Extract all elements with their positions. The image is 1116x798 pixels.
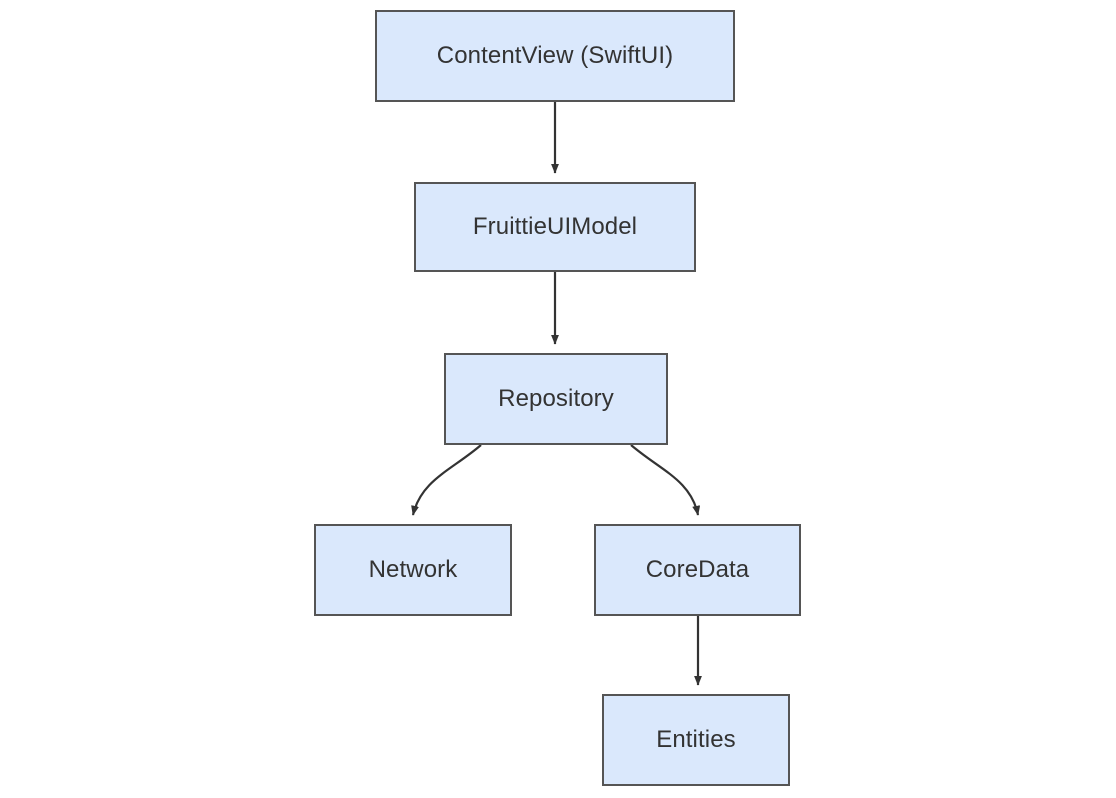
node-network-label: Network <box>368 555 458 583</box>
edge-repository-to-coredata <box>630 444 701 516</box>
node-repository-label: Repository <box>498 384 614 412</box>
node-entities[interactable]: Entities <box>602 694 790 786</box>
node-entities-label: Entities <box>656 725 736 753</box>
node-fruittieuimodel-label: FruittieUIModel <box>472 212 638 240</box>
node-contentview[interactable]: ContentView (SwiftUI) <box>375 10 735 102</box>
node-fruittieuimodel[interactable]: FruittieUIModel <box>414 182 696 272</box>
edge-repository-to-network <box>411 444 482 516</box>
node-contentview-label: ContentView (SwiftUI) <box>436 41 674 69</box>
node-coredata-label: CoreData <box>645 555 750 583</box>
node-coredata[interactable]: CoreData <box>594 524 801 616</box>
node-repository[interactable]: Repository <box>444 353 668 445</box>
node-network[interactable]: Network <box>314 524 512 616</box>
